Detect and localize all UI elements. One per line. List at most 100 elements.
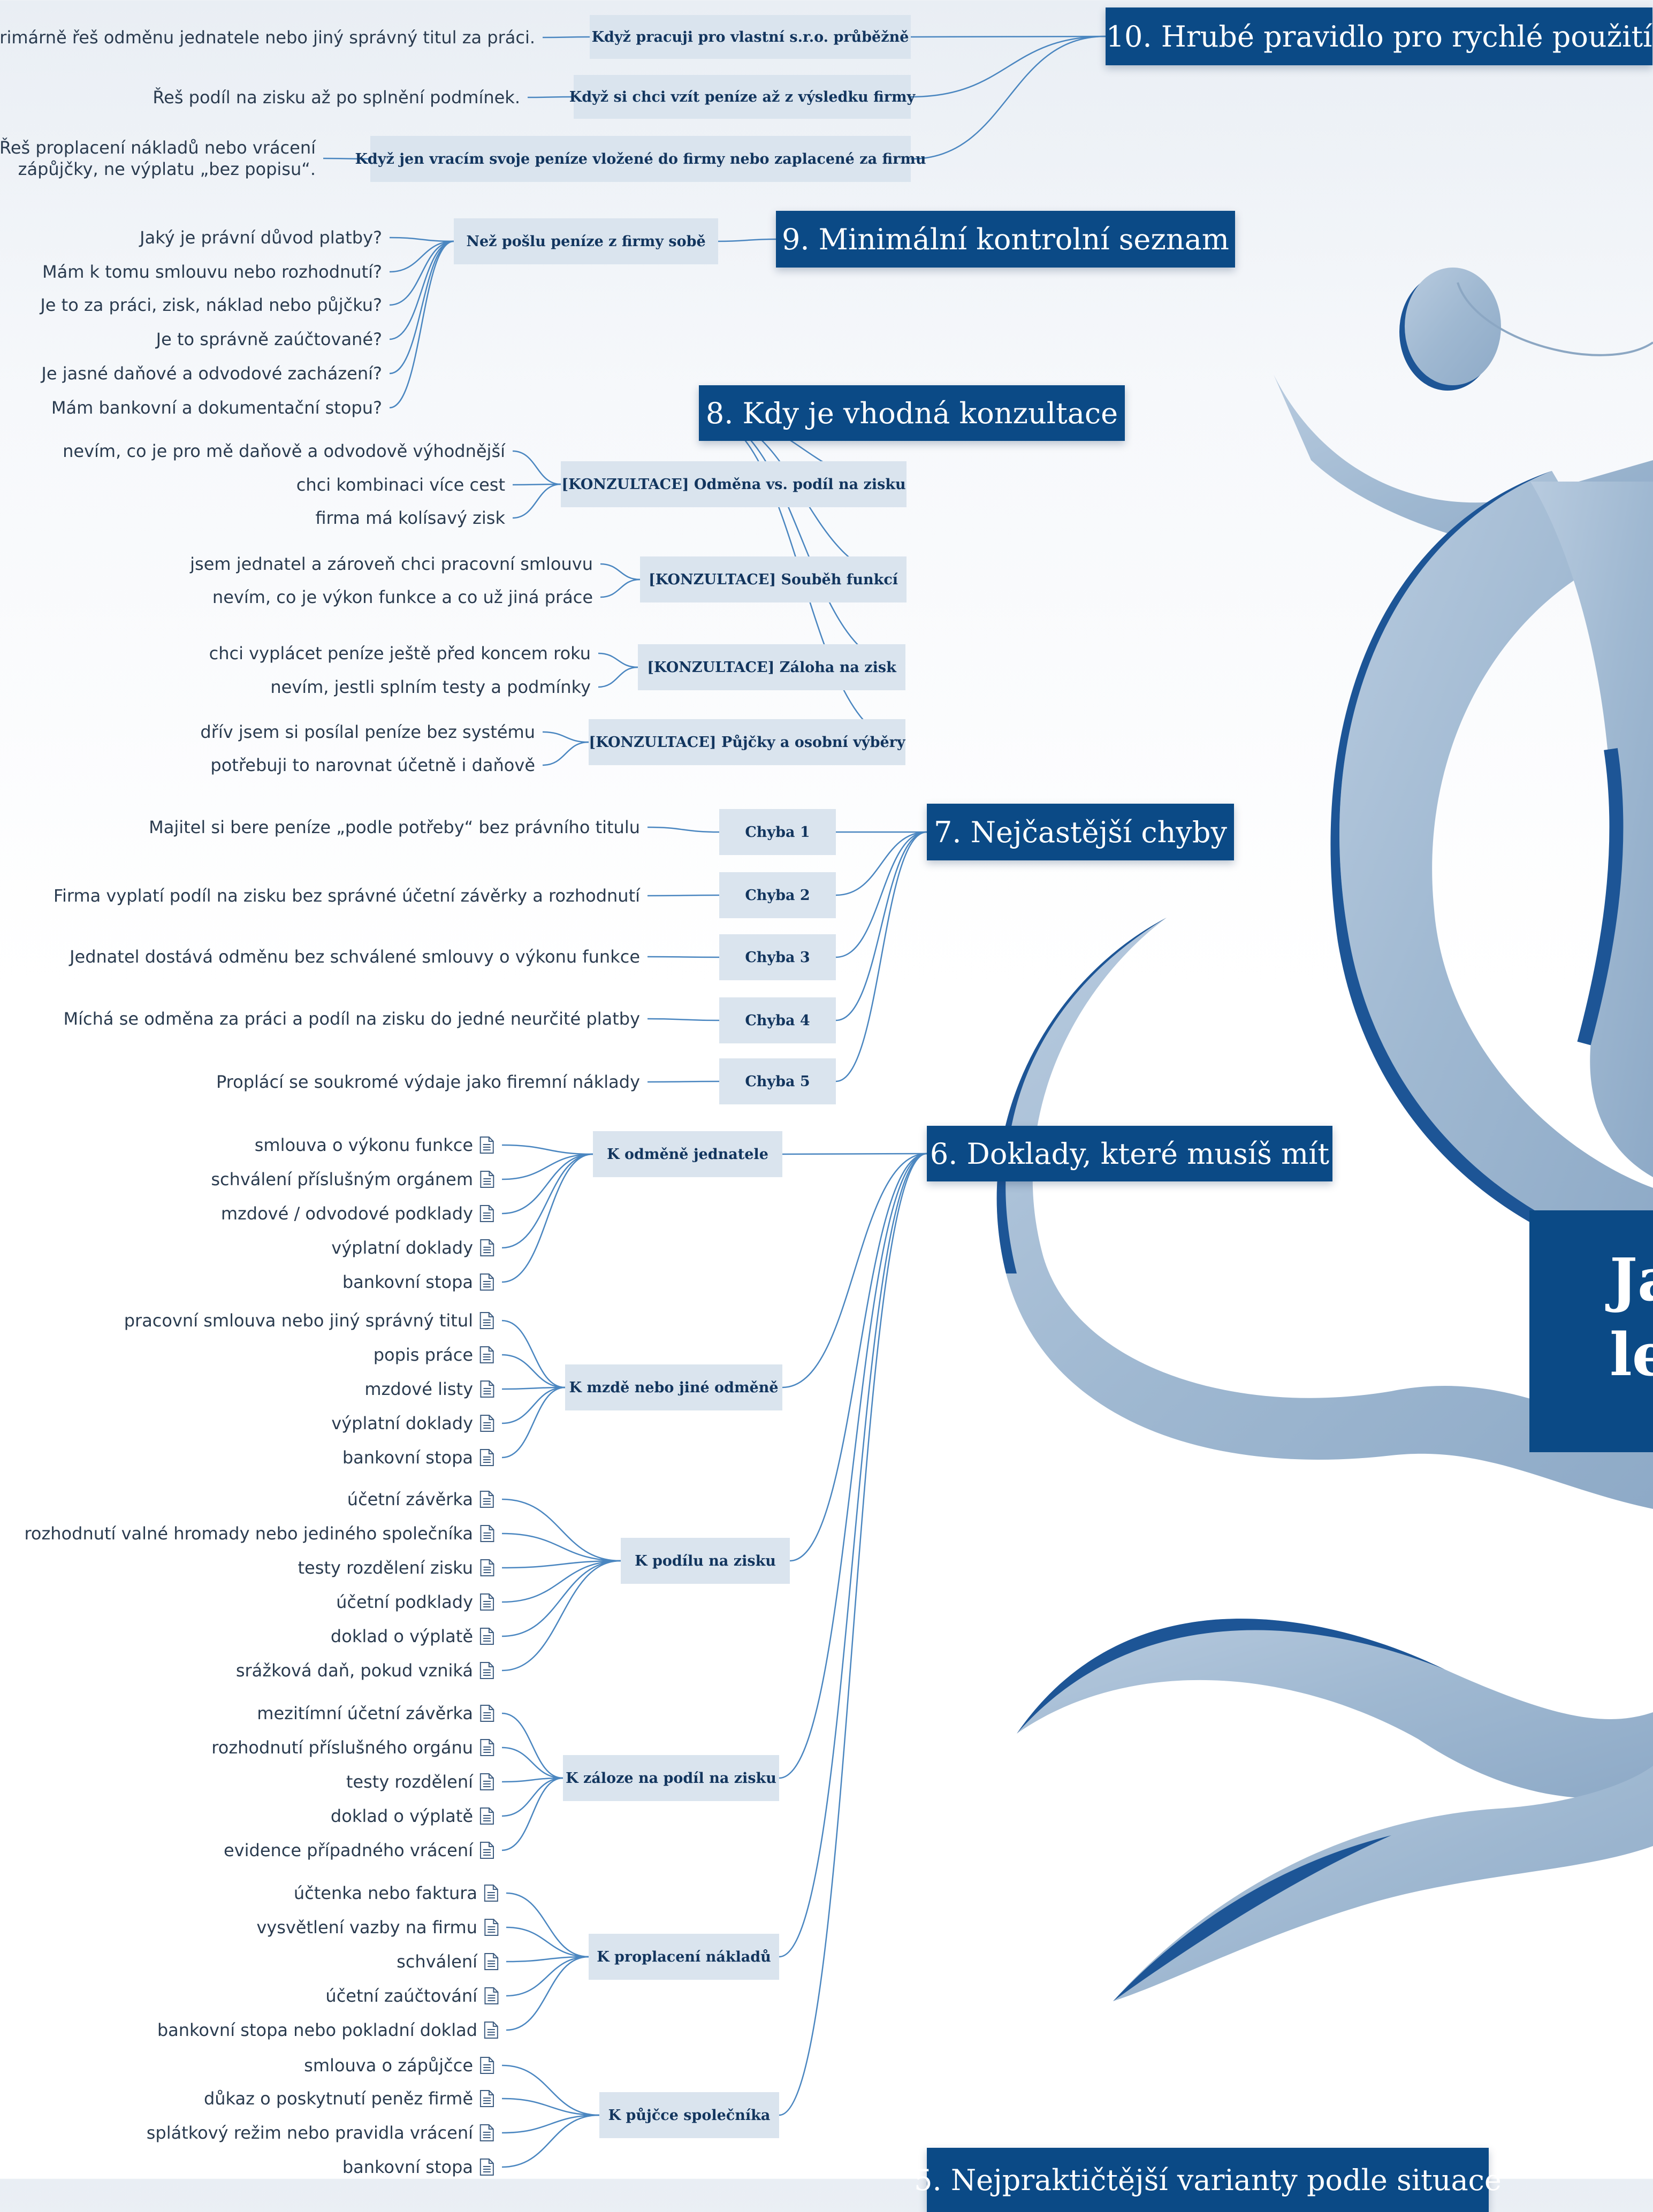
branch-t6-3[interactable]: K záloze na podíl na zisku — [563, 1755, 779, 1801]
connector-line — [501, 1498, 621, 1562]
leaf-t8-1-1: nevím, co je výkon funkce a co už jiná p… — [212, 586, 593, 608]
document-icon — [479, 1627, 494, 1645]
leaf-text: Řeš proplacení nákladů nebo vrácení zápů… — [0, 138, 316, 179]
branch-t10-1[interactable]: Když si chci vzít peníze až z výsledku f… — [569, 75, 915, 119]
connector-line — [501, 2114, 600, 2134]
branch-t10-2[interactable]: Když jen vracím svoje peníze vložené do … — [355, 136, 926, 182]
document-icon — [479, 1311, 494, 1330]
leaf-t10-2-0: Řeš proplacení nákladů nebo vrácení zápů… — [0, 137, 316, 180]
branch-t6-4[interactable]: K proplacení nákladů — [589, 1934, 779, 1980]
connector-line — [698, 412, 906, 668]
document-icon — [484, 1952, 499, 1971]
connector-line — [389, 240, 454, 273]
topic-t9[interactable]: 9. Minimální kontrolní seznam — [776, 211, 1235, 268]
topic-t7[interactable]: 7. Nejčastější chyby — [927, 804, 1234, 860]
leaf-text: Mám k tomu smlouvu nebo rozhodnutí? — [42, 262, 382, 282]
connector-line — [506, 1956, 589, 1963]
central-topic[interactable]: Ja le — [1529, 1210, 1653, 1452]
leaf-t6-0-1: schválení příslušným orgánem — [211, 1169, 494, 1190]
leaf-text: rozhodnutí valné hromady nebo jediného s… — [24, 1523, 473, 1544]
topic-t8[interactable]: 8. Kdy je vhodná konzultace — [699, 385, 1125, 441]
leaf-t8-0-0: nevím, co je pro mě daňově a odvodově vý… — [63, 440, 505, 462]
leaf-t6-2-4: doklad o výplatě — [331, 1626, 494, 1647]
leaf-t6-2-5: srážková daň, pokud vzniká — [236, 1660, 494, 1681]
branch-t8-1[interactable]: [KONZULTACE] Souběh funkcí — [640, 556, 907, 602]
topic-t5[interactable]: 5. Nejpraktičtější varianty podle situac… — [914, 2148, 1502, 2212]
leaf-text: nevím, co je pro mě daňově a odvodově vý… — [63, 441, 505, 461]
branch-t7-1[interactable]: Chyba 2 — [719, 872, 836, 918]
leaf-t6-1-3: výplatní doklady — [331, 1413, 494, 1434]
branch-t6-1[interactable]: K mzdě nebo jiné odměně — [565, 1364, 782, 1410]
branch-t7-2[interactable]: Chyba 3 — [719, 934, 836, 980]
connector-line — [598, 652, 638, 668]
leaf-t7-4-0: Proplácí se soukromé výdaje jako firemní… — [216, 1071, 640, 1093]
document-icon — [479, 2158, 494, 2176]
leaf-t6-3-1: rozhodnutí příslušného orgánu — [211, 1737, 494, 1758]
leaf-t6-2-0: účetní závěrka — [347, 1489, 494, 1510]
leaf-t9-0-2: Je to za práci, zisk, náklad nebo půjčku… — [40, 294, 382, 316]
connector-line — [647, 1080, 720, 1083]
connector-line — [647, 1018, 720, 1021]
connector-line — [501, 2114, 600, 2168]
leaf-text: důkaz o poskytnutí peněz firmě — [203, 2088, 473, 2109]
connector-line — [647, 894, 720, 897]
leaf-text: účetní zaúčtování — [325, 1986, 477, 2006]
connector-line — [501, 1153, 593, 1283]
branch-t8-2[interactable]: [KONZULTACE] Záloha na zisk — [638, 644, 905, 690]
leaf-t6-0-3: výplatní doklady — [331, 1237, 494, 1258]
topic-t6[interactable]: 6. Doklady, které musíš mít — [927, 1126, 1332, 1181]
connector-line — [501, 2064, 600, 2116]
topic-t10[interactable]: 10. Hrubé pravidlo pro rychlé použití — [1106, 7, 1652, 65]
connector-line — [506, 1926, 589, 1958]
branch-t10-0[interactable]: Když pracuji pro vlastní s.r.o. průběžně — [590, 15, 911, 59]
connector-line — [501, 1746, 563, 1779]
connector-line — [501, 1386, 566, 1390]
branch-t6-5[interactable]: K půjčce společníka — [599, 2092, 779, 2138]
connector-line — [910, 35, 1106, 38]
branch-t7-4[interactable]: Chyba 5 — [719, 1058, 836, 1104]
leaf-text: Jednatel dostává odměnu bez schválené sm… — [70, 947, 640, 967]
leaf-t9-0-4: Je jasné daňové a odvodové zacházení? — [41, 363, 382, 384]
branch-t7-0[interactable]: Chyba 1 — [719, 809, 836, 855]
connector-line — [910, 35, 1106, 98]
branch-t9-0[interactable]: Než pošlu peníze z firmy sobě — [454, 218, 718, 264]
branch-t8-0[interactable]: [KONZULTACE] Odměna vs. podíl na zisku — [561, 461, 907, 507]
branch-t8-3[interactable]: [KONZULTACE] Půjčky a osobní výběry — [589, 719, 905, 765]
document-icon — [479, 1136, 494, 1154]
leaf-text: bankovní stopa — [342, 1447, 473, 1468]
leaf-t6-5-1: důkaz o poskytnutí peněz firmě — [204, 2088, 494, 2109]
branch-t7-3[interactable]: Chyba 4 — [719, 997, 836, 1043]
leaf-text: popis práce — [373, 1345, 473, 1365]
leaf-text: Mám bankovní a dokumentační stopu? — [51, 398, 382, 418]
connector-line — [323, 157, 371, 160]
document-icon — [479, 1239, 494, 1257]
leaf-text: smlouva o výkonu funkce — [254, 1135, 473, 1155]
leaf-text: mzdové listy — [364, 1379, 473, 1399]
document-icon — [484, 1987, 499, 2005]
document-icon — [479, 1490, 494, 1508]
leaf-t7-0-0: Majitel si bere peníze „podle potřeby“ b… — [149, 817, 640, 838]
leaf-text: jsem jednatel a zároveň chci pracovní sm… — [190, 554, 593, 574]
branch-t6-2[interactable]: K podílu na zisku — [621, 1538, 790, 1584]
leaf-t9-0-5: Mám bankovní a dokumentační stopu? — [51, 397, 382, 418]
leaf-text: testy rozdělení — [346, 1772, 473, 1792]
connector-line — [512, 483, 561, 486]
leaf-t6-5-3: bankovní stopa — [342, 2156, 494, 2178]
leaf-t8-0-2: firma má kolísavý zisk — [315, 507, 505, 529]
leaf-text: bankovní stopa nebo pokladní doklad — [157, 2020, 477, 2040]
leaf-text: výplatní doklady — [331, 1238, 473, 1258]
connector-line — [718, 238, 776, 242]
document-icon — [479, 1170, 494, 1188]
connector-line — [779, 1153, 927, 1958]
connector-line — [389, 240, 454, 340]
leaf-t8-3-1: potřebuji to narovnat účetně i daňově — [210, 754, 535, 776]
document-icon — [479, 1524, 494, 1543]
connector-line — [506, 1956, 589, 2031]
leaf-t9-0-0: Jaký je právní důvod platby? — [140, 227, 382, 248]
connector-line — [501, 1777, 563, 1851]
connector-line — [512, 483, 561, 519]
branch-t6-0[interactable]: K odměně jednatele — [593, 1131, 782, 1177]
connector-line — [835, 831, 927, 958]
connector-line — [389, 240, 454, 409]
leaf-t6-1-4: bankovní stopa — [342, 1447, 494, 1468]
